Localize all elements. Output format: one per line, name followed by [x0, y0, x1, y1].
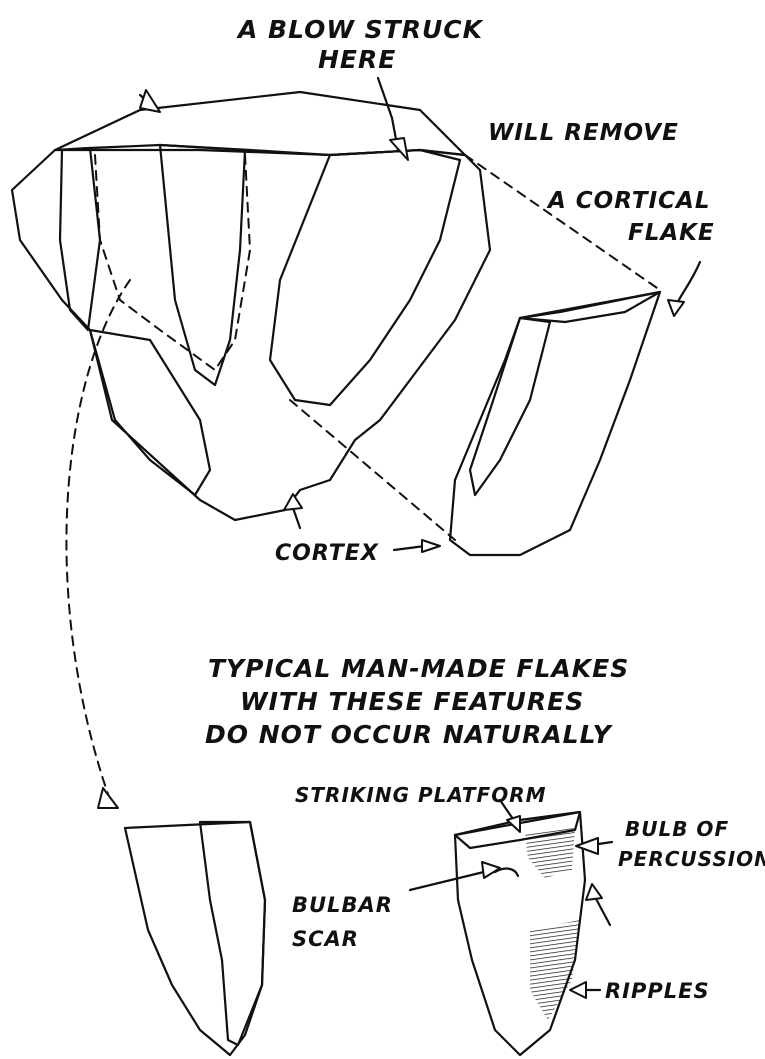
stone-core [12, 92, 490, 520]
bulb-shading [525, 828, 575, 878]
cortical-flake-outline [450, 292, 660, 555]
blow-arrow [378, 78, 408, 160]
guide-line-bottom [290, 400, 455, 540]
cortical-arrow [668, 262, 700, 316]
caption-line3: DO NOT OCCUR NATURALLY [205, 720, 614, 749]
cortex-arrow-right [394, 540, 440, 552]
label-bulbar-line2: SCAR [292, 927, 359, 951]
removed-flake-outline [95, 155, 250, 370]
label-blow-line2: HERE [318, 45, 396, 74]
flake-ventral [125, 822, 265, 1055]
label-blow-line1: A BLOW STRUCK [236, 15, 484, 44]
ventral-flake-ridge [200, 822, 265, 1045]
caption-line1: TYPICAL MAN-MADE FLAKES [208, 654, 629, 683]
label-cortical-line1: A CORTICAL [546, 188, 711, 214]
label-striking-platform: STRIKING PLATFORM [295, 783, 547, 807]
cortex-arrow-up [284, 494, 302, 528]
ripples-arrow-upper [586, 884, 610, 925]
label-bulb-line1: BULB OF [625, 817, 729, 841]
caption-line2: WITH THESE FEATURES [240, 687, 584, 716]
bulbar-scar-arrow [410, 862, 500, 890]
core-scar-right [270, 150, 460, 405]
label-bulb-line2: PERCUSSION [618, 847, 765, 871]
core-scar-lower [90, 330, 210, 495]
core-outline [12, 150, 490, 520]
label-ripples: RIPPLES [605, 979, 710, 1003]
label-bulbar-line1: BULBAR [292, 893, 393, 917]
cortical-flake [450, 292, 660, 555]
ripples-arrow-lower [570, 982, 600, 998]
ventral-flake-outline [125, 822, 265, 1055]
ripples-shading [530, 920, 580, 1020]
label-cortex: CORTEX [275, 541, 379, 566]
core-scar-center [160, 145, 245, 385]
label-cortical-line2: FLAKE [628, 220, 715, 246]
label-will-remove: WILL REMOVE [488, 120, 679, 146]
guide-curve-arrowhead [98, 788, 118, 808]
flake-dorsal [455, 812, 585, 1055]
corner-arrow [140, 90, 160, 112]
